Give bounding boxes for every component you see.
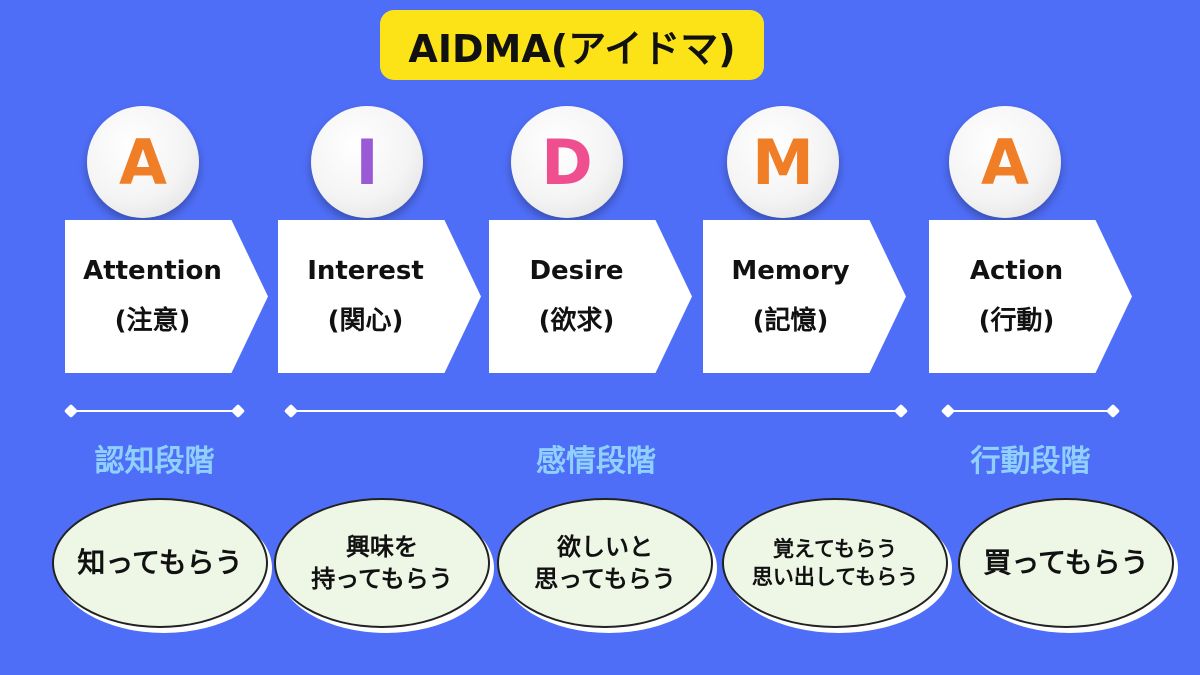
step-memory-ja: (記憶) (752, 306, 829, 336)
step-interest-ja: (関心) (327, 306, 404, 336)
step-action-ja: (行動) (978, 306, 1055, 336)
letter-d: D (541, 125, 593, 199)
step-desire-ja: (欲求) (538, 306, 615, 336)
goal-memory-line2: 思い出してもらう (751, 565, 919, 589)
letter-circle-memory: M (727, 106, 839, 218)
step-interest-en: Interest (307, 256, 424, 286)
goal-desire-line1: 欲しいと (557, 532, 653, 561)
step-memory-en: Memory (731, 256, 850, 286)
letter-m: M (752, 125, 814, 199)
letter-circle-action: A (949, 106, 1061, 218)
step-memory: Memory (記憶) (703, 220, 906, 373)
letter-circle-interest: I (311, 106, 423, 218)
step-attention-en: Attention (83, 256, 222, 286)
goal-bubble-memory: 覚えてもらう 思い出してもらう (722, 498, 948, 628)
step-attention-ja: (注意) (114, 306, 191, 336)
bracket-emotional (283, 403, 909, 419)
page-title: AIDMA(アイドマ) (380, 10, 764, 80)
bracket-action (940, 403, 1121, 419)
goal-attention-line1: 知ってもらう (77, 546, 243, 580)
goal-bubble-interest: 興味を 持ってもらう (274, 498, 490, 628)
goal-memory-line1: 覚えてもらう (773, 536, 897, 561)
letter-a-action: A (981, 125, 1029, 199)
goal-interest-line2: 持ってもらう (311, 565, 453, 593)
goal-bubble-desire: 欲しいと 思ってもらう (497, 498, 713, 628)
letter-a: A (119, 125, 167, 199)
step-desire-en: Desire (529, 256, 624, 286)
stage-action-label: 行動段階 (970, 444, 1091, 479)
bracket-cognitive (63, 403, 246, 419)
step-attention: Attention (注意) (65, 220, 268, 373)
letter-circle-attention: A (87, 106, 199, 218)
letter-circle-desire: D (511, 106, 623, 218)
goal-interest-line1: 興味を (346, 532, 418, 561)
stage-cognitive-label: 認知段階 (94, 444, 215, 479)
step-action-en: Action (969, 256, 1064, 286)
goal-desire-line2: 思ってもらう (534, 565, 676, 593)
goal-action-line1: 買ってもらう (983, 546, 1149, 580)
stage-emotional-label: 感情段階 (536, 444, 656, 479)
step-desire: Desire (欲求) (489, 220, 692, 373)
goal-bubble-attention: 知ってもらう (52, 498, 268, 628)
goal-bubble-action: 買ってもらう (958, 498, 1174, 628)
step-interest: Interest (関心) (278, 220, 481, 373)
step-action: Action (行動) (929, 220, 1132, 373)
letter-i: I (355, 125, 379, 199)
